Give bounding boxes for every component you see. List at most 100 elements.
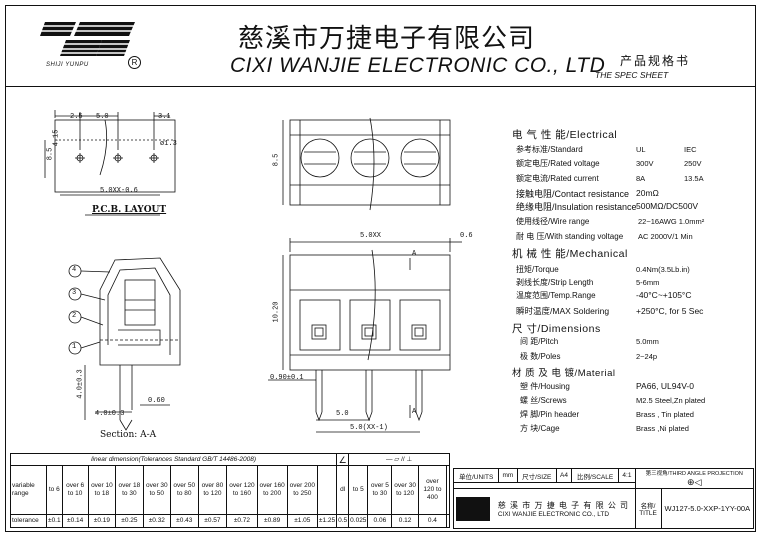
spec-strip-label: 剥线长度/Strip Length — [516, 278, 594, 287]
tolerance-title: linear dimension(Tolerances Standard GB/… — [9, 452, 338, 467]
top-view-drawing — [282, 117, 451, 211]
spec-pitch-label: 间 距/Pitch — [520, 337, 559, 346]
projection-label: 第三视角/THIRD ANGLE PROJECTION — [645, 471, 743, 477]
variable-range-label: variable range — [10, 465, 47, 515]
tb-title-value: WJ127-5.0-XXP-1YY-00A — [660, 488, 755, 529]
projection-icon: ⊕◁ — [687, 477, 702, 487]
spec-sheet-cn: 产品规格书 — [620, 54, 691, 68]
spec-pin-value: Brass , Tin plated — [636, 410, 694, 419]
brand-subtitle: SHIJI YUNPU — [46, 62, 89, 68]
front-width-dim: 5.0XX — [360, 232, 382, 240]
di-tol-5 — [445, 513, 451, 529]
tb-name-label: 名称/ TITLE — [634, 488, 662, 529]
spec-sheet-en: THE SPEC SHEET — [595, 70, 669, 80]
section-callout-4: 4 — [72, 266, 77, 274]
range-1: over 6 to 10 — [61, 465, 89, 515]
size-label: 尺寸/SIZE — [516, 468, 558, 483]
range-6: over 80 to 120 — [197, 465, 228, 515]
spec-solder-label: 瞬时温度/MAX Soldering — [516, 306, 610, 316]
registered-mark: R — [128, 56, 141, 69]
di-range-4 — [445, 465, 451, 515]
section-mark-top: A — [412, 250, 417, 258]
spec-torque-label: 扭矩/Torque — [516, 265, 559, 274]
scale-label: 比例/SCALE — [570, 468, 620, 483]
dimensions-heading: 尺 寸/Dimensions — [512, 323, 601, 335]
tol-0: ±0.1 — [46, 513, 63, 529]
spec-pitch-value: 5.0mm — [636, 337, 659, 346]
tol-2: ±0.19 — [87, 513, 117, 529]
projection-cell: 第三视角/THIRD ANGLE PROJECTION ⊕◁ — [634, 468, 755, 489]
spec-temp-value: -40°C~+105°C — [636, 290, 692, 300]
range-9: over 200 to 250 — [286, 465, 318, 515]
tolerance-label: tolerance — [10, 513, 47, 529]
total-dim: 5.0(XX-1) — [350, 424, 388, 432]
range-3: over 18 to 30 — [115, 465, 144, 515]
drawing-frame — [5, 5, 756, 532]
company-name-en: CIXI WANJIE ELECTRONIC CO., LTD — [230, 54, 606, 77]
angle-symbol: ∠ — [336, 452, 350, 467]
spec-cage-value: Brass ,Ni plated — [636, 424, 689, 433]
spec-housing-label: 塑 件/Housing — [520, 382, 570, 391]
spec-voltage-ul: 300V — [636, 159, 654, 168]
pitch-dim: 5.0 — [336, 410, 349, 418]
spec-solder-value: +250°C, for 5 Sec — [636, 306, 704, 316]
spec-torque-value: 0.4Nm(3.5Lb.in) — [636, 265, 690, 274]
pcb-dim-3: 3.1 — [158, 113, 171, 121]
tb-company-en: CIXI WANJIE ELECTRONIC CO., LTD — [497, 510, 610, 518]
spec-current-ul: 8A — [636, 174, 646, 183]
range-10 — [316, 465, 338, 515]
spec-screws-label: 螺 丝/Screws — [520, 396, 567, 405]
di-range-0: to 5 — [348, 465, 369, 515]
section-dim-3: 4.0±0.3 — [95, 410, 125, 418]
pcb-dim-6: 4.15 — [52, 129, 61, 147]
tb-company-cn: 慈 溪 市 万 捷 电 子 有 限 公 司 — [497, 500, 630, 510]
pcb-layout-caption: P.C.B. LAYOUT — [92, 205, 167, 215]
spec-strip-value: 5-6mm — [636, 278, 660, 287]
units-label: 单位/UNITS — [452, 468, 500, 483]
di-range-3: over 120 to 400 — [417, 465, 447, 515]
section-caption: Section: A-A — [100, 430, 157, 440]
header-divider — [5, 86, 756, 87]
front-view-drawing — [268, 238, 462, 433]
spec-voltage-iec: 250V — [684, 159, 702, 168]
tol-3: ±0.25 — [115, 513, 144, 529]
spec-housing-value: PA66, UL94V-0 — [636, 381, 694, 391]
title-block: 单位/UNITS mm 尺寸/SIZE A4 比例/SCALE 4:1 第三视角… — [452, 468, 755, 529]
tb-logo-icon — [456, 496, 490, 521]
spec-wire-value: 22~16AWG 1.0mm² — [638, 217, 705, 226]
tol-7: ±0.72 — [226, 513, 258, 529]
pcb-dim-1: 2.5 — [70, 113, 83, 121]
section-dim-1: 4.0±0.3 — [76, 369, 85, 399]
section-dim-2: 0.60 — [148, 397, 165, 405]
spec-insulation-value: 500MΩ/DC500V — [636, 201, 699, 211]
range-7: over 120 to 160 — [226, 465, 258, 515]
di-label: dl — [336, 465, 350, 515]
spec-current-label: 额定电流/Rated current — [516, 174, 599, 183]
range-4: over 30 to 50 — [142, 465, 172, 515]
tolerance-table: linear dimension(Tolerances Standard GB/… — [9, 452, 451, 529]
pcb-dim-2: 5.0 — [96, 113, 109, 121]
spec-standard-label: 参考标准/Standard — [516, 145, 583, 154]
company-logo — [40, 22, 140, 56]
tol-10: ±1.25 — [316, 513, 338, 529]
units-value: mm — [498, 468, 518, 483]
section-drawing — [68, 257, 181, 431]
spec-withstand-value: AC 2000V/1 Min — [638, 232, 693, 241]
spec-poles-value: 2~24p — [636, 352, 658, 361]
di-tol-1: 0.025 — [348, 513, 369, 529]
material-heading: 材 质 及 电 镀/Material — [512, 368, 616, 379]
tol-1: ±0.14 — [61, 513, 89, 529]
di-tol-3: 0.12 — [391, 513, 419, 529]
range-2: over 10 to 18 — [87, 465, 117, 515]
range-0: to 6 — [46, 465, 63, 515]
size-value: A4 — [556, 468, 572, 483]
spec-wire-label: 使用线径/Wire range — [516, 217, 590, 226]
scale-value: 4:1 — [618, 468, 636, 483]
di-range-2: over 30 to 120 — [391, 465, 419, 515]
spec-screws-value: M2.5 Steel,Zn plated — [636, 396, 706, 405]
tol-4: ±0.32 — [142, 513, 172, 529]
front-offset-dim: 0.6 — [460, 232, 473, 240]
pcb-dim-4: ø1.3 — [160, 140, 177, 148]
pin-dim: 0.90±0.1 — [270, 374, 304, 382]
section-callout-3: 3 — [72, 289, 77, 297]
